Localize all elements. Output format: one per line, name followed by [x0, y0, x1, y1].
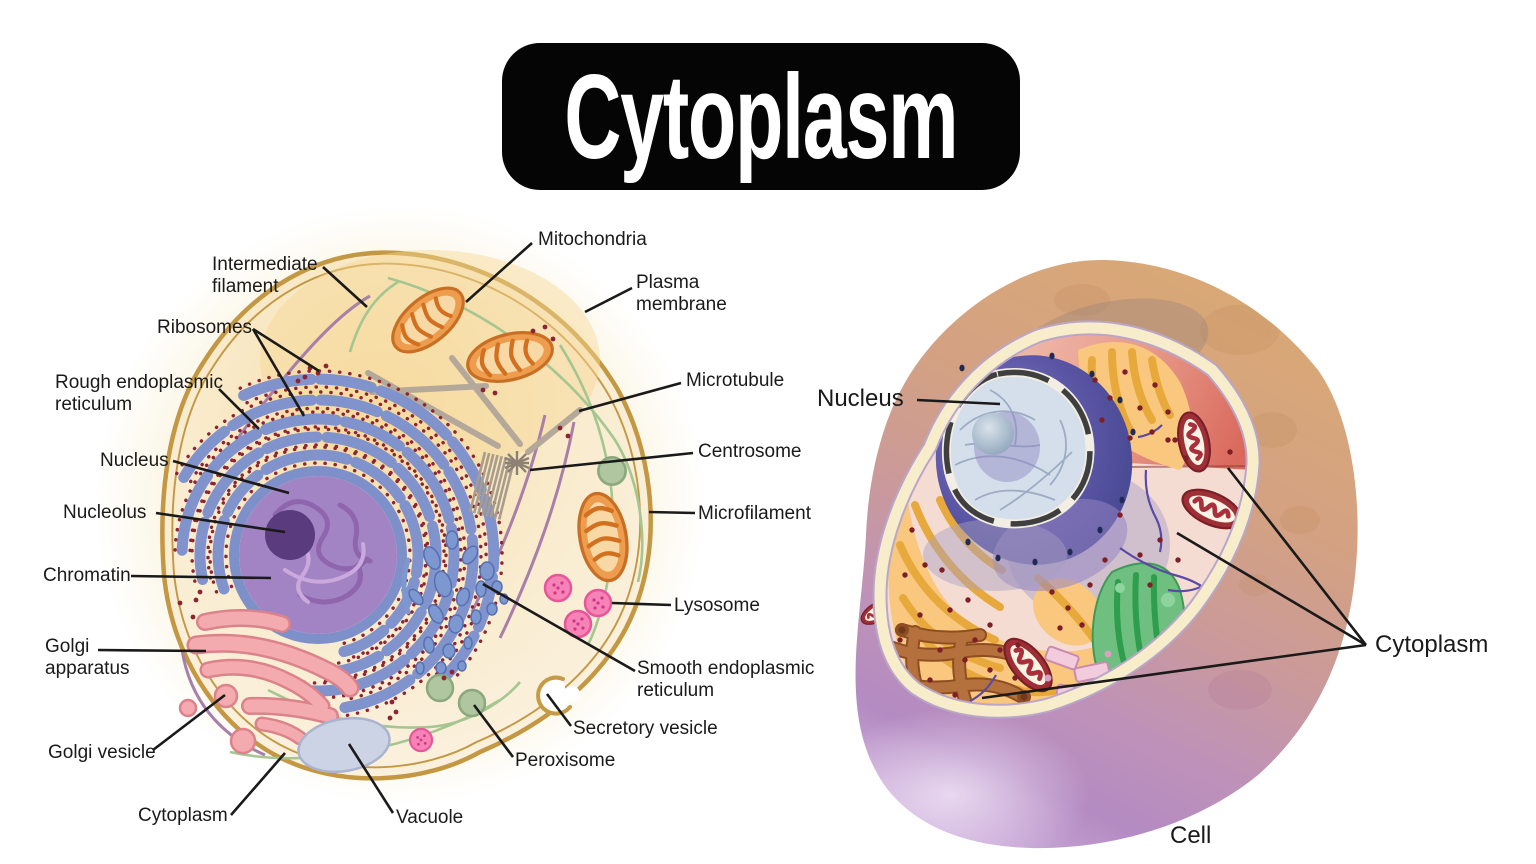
label-peroxisome: Peroxisome [515, 750, 616, 771]
label-chromatin: Chromatin [43, 565, 131, 586]
page-title: Cytoplasm [564, 49, 958, 184]
label-lysosome: Lysosome [674, 595, 760, 616]
label-golgi-apparatus: Golgi apparatus [45, 636, 130, 680]
label-ribosomes: Ribosomes [157, 317, 253, 338]
title-banner: Cytoplasm [502, 43, 1020, 190]
label-golgi-vesicle: Golgi vesicle [48, 742, 156, 763]
label-nucleolus: Nucleolus [63, 502, 147, 523]
label-centrosome: Centrosome [698, 441, 802, 462]
label-plasma-membrane: Plasma membrane [636, 272, 727, 316]
vacuole-graphic [297, 716, 391, 774]
label-vacuole: Vacuole [396, 807, 464, 828]
golgi-vesicle-graphic [178, 683, 257, 755]
nucleolus-graphic [265, 510, 315, 560]
left-cell-graphic [95, 205, 705, 805]
label-cell: Cell [1170, 822, 1212, 849]
golgi-apparatus-graphic [178, 608, 360, 755]
label-rough-er: Rough endoplasmic reticulum [55, 372, 223, 416]
label-smooth-er: Smooth endoplasmic reticulum [637, 658, 815, 702]
label-nucleus-3d: Nucleus [817, 385, 904, 412]
nucleus-graphic [229, 466, 407, 644]
leader-lines [97, 242, 1368, 816]
label-intermediate-filament: Intermediate filament [212, 254, 318, 298]
label-cytoplasm-3d: Cytoplasm [1375, 631, 1489, 658]
nucleoplasm-graphic [946, 372, 1090, 524]
centrosome-graphic [468, 451, 530, 520]
label-microtubule: Microtubule [686, 370, 785, 391]
label-cytoplasm-left: Cytoplasm [138, 805, 228, 826]
rough-er-graphic [173, 369, 504, 718]
smooth-er-graphic [401, 530, 509, 675]
right-cell-graphic [855, 259, 1358, 849]
label-mitochondria: Mitochondria [538, 229, 647, 250]
label-secretory-vesicle: Secretory vesicle [573, 718, 718, 739]
label-microfilament: Microfilament [698, 503, 811, 524]
red-dots-graphic [897, 369, 1233, 698]
nucleolus-3d-graphic [972, 413, 1014, 455]
label-nucleus: Nucleus [100, 450, 169, 471]
